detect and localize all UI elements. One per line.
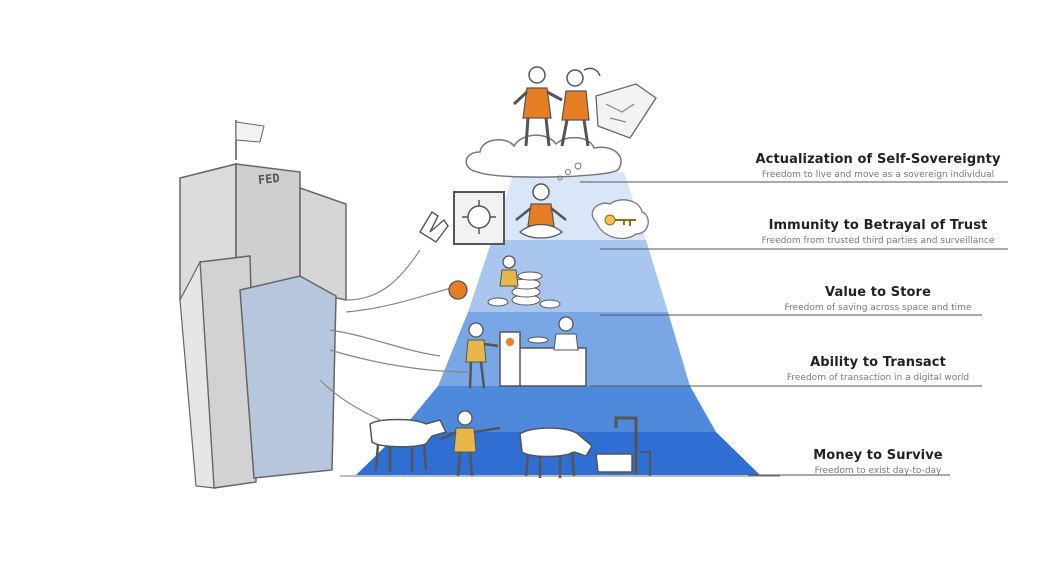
level-3-subtitle: Freedom of saving across space and time — [784, 303, 972, 313]
bitcoin-coin-icon — [448, 280, 468, 300]
level-1-title: Money to Survive — [813, 448, 943, 463]
waving-hand-icon — [419, 211, 449, 243]
farmer-person-icon — [439, 410, 501, 477]
level-1-subtitle: Freedom to exist day-to-day — [814, 466, 942, 476]
fed-building-label: FED — [257, 170, 281, 188]
framed-virus-picture — [453, 191, 505, 245]
level-2-title: Ability to Transact — [810, 355, 946, 370]
level-4-label: Immunity to Betrayal of Trust Freedom fr… — [728, 218, 1028, 246]
level-5-subtitle: Freedom to live and move as a sovereign … — [761, 170, 995, 180]
level-3-title: Value to Store — [825, 285, 931, 300]
band-level-2 — [400, 386, 716, 432]
connector-lines — [580, 181, 1008, 476]
people-celebrating-icon — [512, 66, 601, 147]
water-tap-icon — [595, 416, 651, 476]
flag-icon — [235, 120, 265, 160]
level-5-title: Actualization of Self-Sovereignty — [755, 152, 1001, 167]
cables — [319, 249, 471, 421]
coin-stack-icon — [487, 255, 561, 309]
level-4-title: Immunity to Betrayal of Trust — [768, 218, 988, 233]
level-3-label: Value to Store Freedom of saving across … — [728, 285, 1028, 313]
customer-person-icon — [465, 322, 499, 389]
level-5-label: Actualization of Self-Sovereignty Freedo… — [728, 152, 1028, 180]
cow-icon-2 — [519, 427, 593, 478]
key-icon — [591, 199, 649, 240]
map-icon — [595, 83, 657, 139]
cloud-icon — [465, 134, 622, 178]
fed-buildings-icon — [179, 163, 347, 489]
level-2-label: Ability to Transact Freedom of transacti… — [728, 355, 1028, 383]
level-4-subtitle: Freedom from trusted third parties and s… — [761, 236, 995, 246]
shop-counter-icon — [499, 316, 587, 387]
level-1-label: Money to Survive Freedom to exist day-to… — [728, 448, 1028, 476]
level-2-subtitle: Freedom of transaction in a digital worl… — [786, 373, 970, 383]
meditating-person-icon — [515, 162, 582, 239]
cow-icon — [369, 418, 448, 472]
